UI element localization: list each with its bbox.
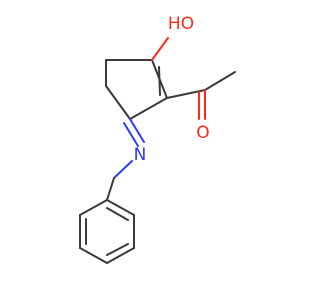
c-oh-bond (151, 37, 169, 61)
imine-group: N (113, 118, 147, 179)
hydroxyl-group: HO (151, 14, 194, 61)
imine-nitrogen-label: N (134, 145, 147, 165)
acetyl-group: O (166, 71, 236, 143)
benzene-bond-1 (79, 199, 108, 216)
carbonyl-to-methyl-bond (204, 71, 236, 91)
imine-double-bond-inner (123, 122, 139, 147)
benzyl-group (79, 177, 135, 264)
ring-bond-imine-ch2 (105, 85, 131, 120)
n-ch2-bond (113, 160, 133, 179)
ring-bond-alpha-imine (129, 97, 168, 120)
hydroxyl-label: HO (168, 14, 194, 34)
cyclopentene-ring (105, 59, 168, 120)
benzene-bond-3 (79, 247, 108, 264)
ch2-to-ring-bond (106, 177, 115, 201)
ring-bond-enol-alpha-inner (158, 66, 161, 96)
benzene-bond-6 (106, 199, 135, 216)
benzene-ring (79, 199, 135, 264)
imine-double-bond-outer (129, 118, 145, 143)
chemical-structure-diagram: HO O N (79, 14, 236, 264)
benzene-aromatic-line-1 (106, 207, 129, 221)
carbonyl-oxygen-label: O (196, 123, 209, 143)
benzene-bond-4 (106, 247, 135, 264)
benzene-aromatic-line-3 (106, 243, 129, 256)
